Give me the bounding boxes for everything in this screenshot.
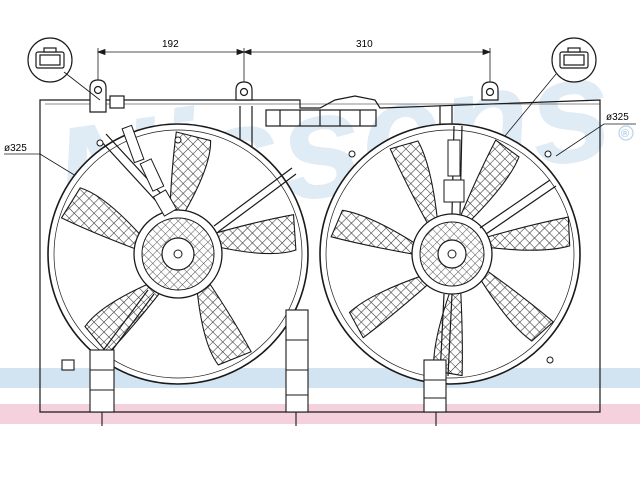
right-diameter-leader — [555, 123, 605, 157]
left-fan-diameter-label: ø325 — [4, 143, 27, 154]
dimension-lines — [96, 48, 492, 82]
right-fan-blades — [330, 139, 571, 377]
watermark-pink-band — [0, 404, 640, 424]
dimension-label-310: 310 — [356, 39, 373, 50]
dimension-label-192: 192 — [162, 39, 179, 50]
right-fan-diameter-label: ø325 — [606, 112, 629, 123]
left-fan-blade — [196, 278, 252, 366]
left-diameter-leader — [39, 153, 77, 177]
mounting-ear-left — [89, 79, 125, 113]
registered-mark: ® — [621, 128, 629, 140]
left-fan-blades — [60, 131, 297, 366]
mounting-ear-middle — [235, 81, 253, 101]
right-fan-blade — [389, 140, 439, 229]
right-fan-blade — [457, 139, 520, 225]
connector-callout-right — [499, 37, 597, 143]
right-fan-wire-harness — [348, 139, 554, 364]
registered-mark-circle — [618, 125, 634, 141]
left-fan — [47, 123, 309, 385]
right-fan — [319, 123, 581, 385]
shroud-bottom-details — [61, 309, 447, 426]
left-fan-blade — [209, 214, 297, 255]
left-fan-blade — [84, 281, 164, 355]
left-fan-wire-harness — [96, 124, 182, 217]
right-fan-blade — [481, 216, 571, 251]
mounting-ear-right — [481, 81, 499, 101]
connector-callout-left — [27, 37, 101, 101]
right-fan-blade — [477, 267, 555, 342]
right-fan-blade — [348, 274, 433, 339]
left-fan-blade — [169, 131, 212, 218]
right-fan-blade — [330, 209, 420, 256]
left-fan-blade — [60, 187, 145, 252]
